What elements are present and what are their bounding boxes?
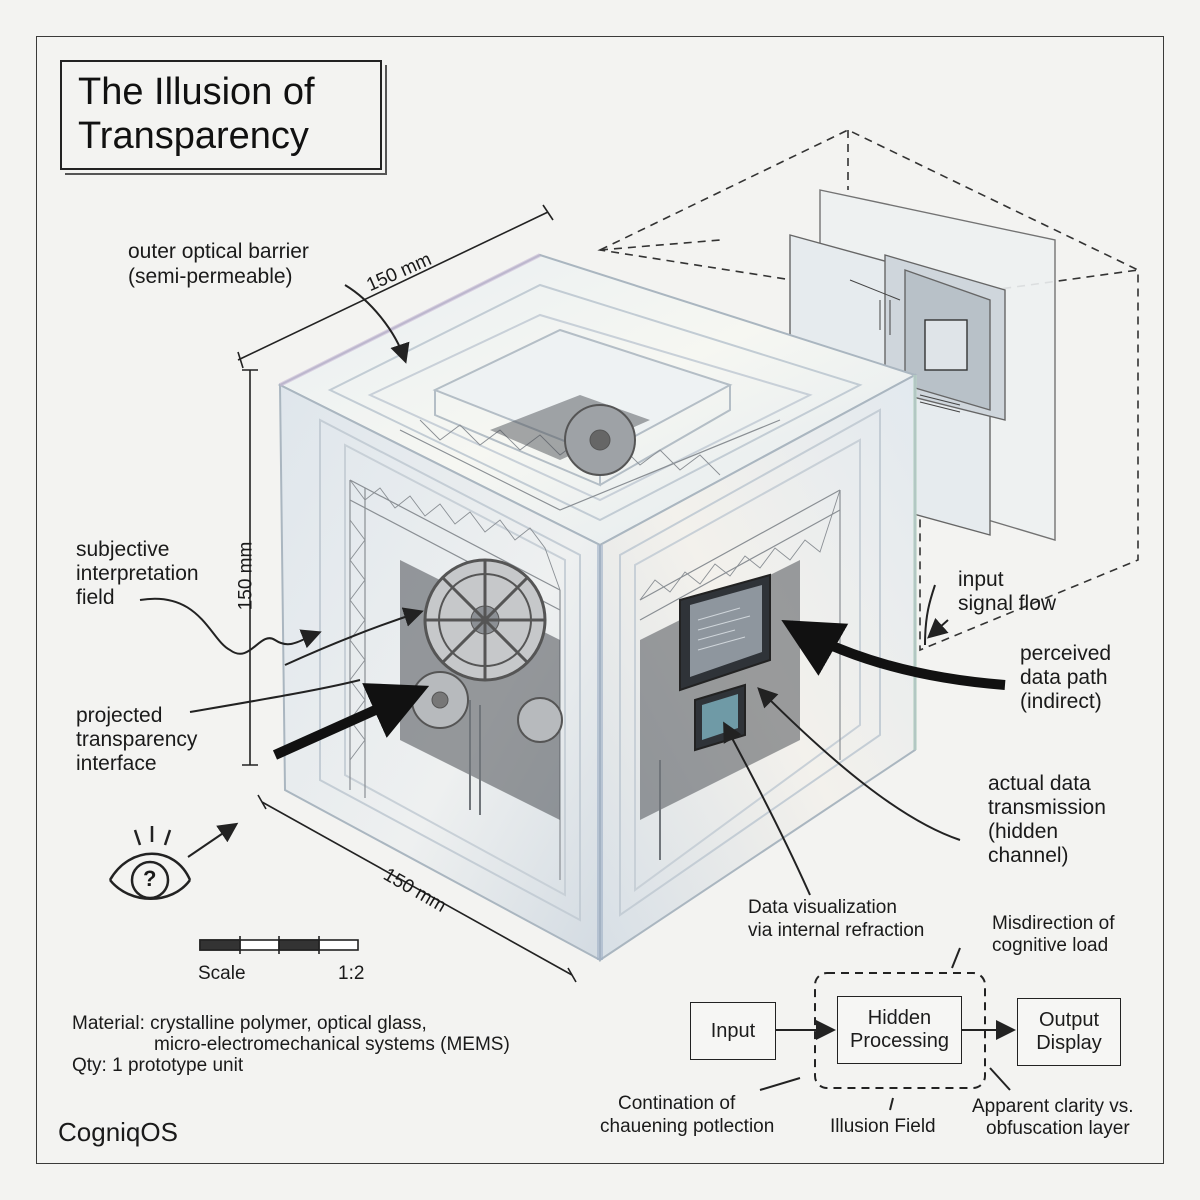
label-input-signal-2: signal flow [958, 592, 1057, 615]
label-dataviz-2: via internal refraction [748, 920, 925, 941]
title-line-2: Transparency [78, 115, 309, 157]
eye-icon [108, 826, 192, 900]
dimension-side: 150 mm [235, 541, 257, 611]
brand-logo-text: CogniqOS [58, 1117, 178, 1147]
flow-hidden-line-2: Processing [850, 1030, 949, 1052]
scale-label: Scale [198, 963, 246, 984]
flow-apparent-1: Apparent clarity vs. [972, 1096, 1134, 1117]
flow-misdirection-2: cognitive load [992, 935, 1109, 956]
label-perceived-3: (indirect) [1020, 690, 1102, 713]
label-actual-2: transmission [988, 796, 1106, 819]
flow-input-box: Input [690, 1002, 776, 1060]
flow-apparent-2: obfuscation layer [986, 1118, 1130, 1139]
label-projected-2: transparency [76, 728, 198, 751]
drawing-frame [36, 36, 1164, 1164]
glass-cube [277, 253, 918, 962]
flow-misdirection-1: Misdirection of [992, 913, 1115, 934]
label-outer-barrier-1: outer optical barrier [128, 240, 309, 263]
label-projected-1: projected [76, 704, 163, 727]
leader-arrows [139, 284, 961, 896]
flow-output-line-2: Display [1036, 1032, 1102, 1054]
material-line-3: Qty: 1 prototype unit [72, 1055, 244, 1076]
label-actual-1: actual data [988, 772, 1091, 795]
flow-contination-1: Contination of [618, 1093, 736, 1114]
material-line-1: Material: crystalline polymer, optical g… [72, 1013, 427, 1034]
scale-ratio: 1:2 [338, 963, 365, 984]
bold-arrows [272, 620, 1006, 760]
gear-assembly [411, 404, 636, 743]
internal-mechanism [349, 395, 841, 880]
flow-input-label: Input [710, 1019, 756, 1042]
label-input-signal-1: input [958, 568, 1004, 591]
title-box: The Illusion of Transparency [60, 60, 382, 170]
label-outer-barrier-2: (semi-permeable) [128, 265, 293, 288]
dimension-lines [237, 204, 577, 983]
label-perceived-1: perceived [1020, 642, 1112, 665]
label-dataviz-1: Data visualization [748, 897, 897, 918]
label-projected-3: interface [76, 752, 157, 775]
label-actual-4: channel) [988, 844, 1069, 867]
label-actual-3: (hidden [988, 820, 1059, 843]
eye-question-mark: ? [143, 866, 157, 891]
label-subjective-1: subjective [76, 538, 170, 561]
flow-contination-2: chauening potlection [600, 1116, 775, 1137]
material-line-2: micro-electromechanical systems (MEMS) [154, 1034, 510, 1055]
title-line-1: The Illusion of [78, 71, 315, 113]
flow-output-line-1: Output [1038, 1009, 1100, 1031]
flow-hidden-processing-box: Hidden Processing [837, 996, 962, 1064]
label-subjective-3: field [76, 586, 115, 609]
flow-connectors [759, 947, 1016, 1111]
scale-bar [199, 936, 359, 954]
flow-illusion-field: Illusion Field [830, 1116, 936, 1137]
flow-hidden-line-1: Hidden [867, 1007, 932, 1029]
label-perceived-2: data path [1020, 666, 1108, 689]
label-subjective-2: interpretation [76, 562, 199, 585]
flow-output-display-box: Output Display [1017, 998, 1121, 1066]
